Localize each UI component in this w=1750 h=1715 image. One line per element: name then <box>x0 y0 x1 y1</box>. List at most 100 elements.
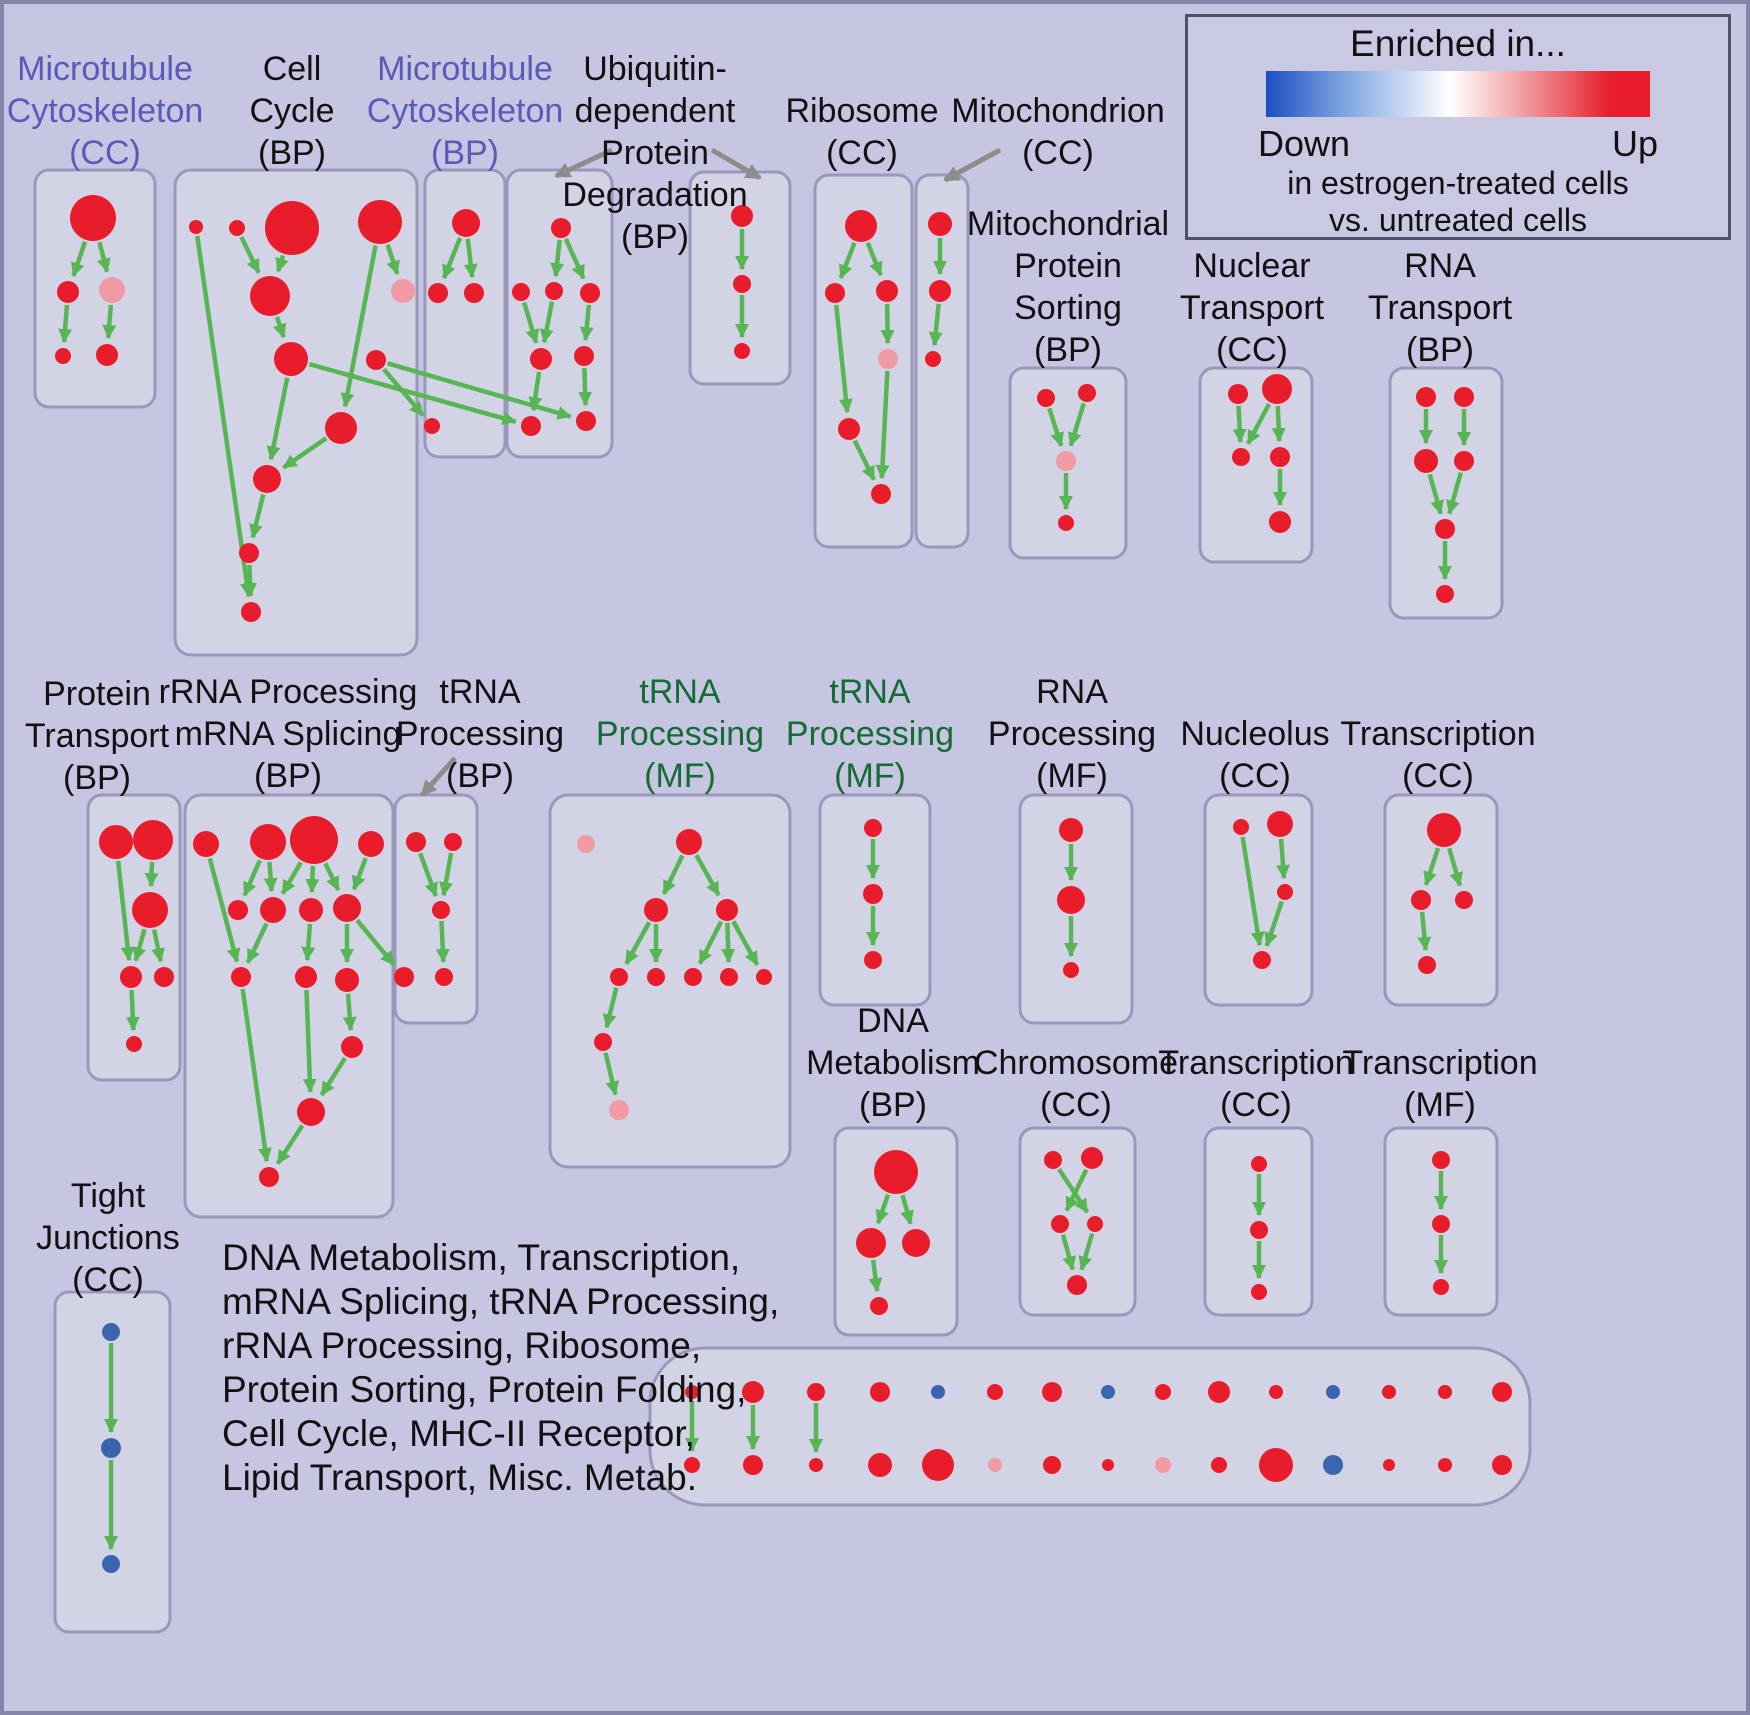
label-pointer-arrow <box>554 147 614 179</box>
network-edge <box>438 852 454 897</box>
network-edge <box>280 861 303 895</box>
node-rnatrans-rt4 <box>1454 451 1474 471</box>
node-rrna-rn <box>259 1167 279 1187</box>
node-mps-s3 <box>1056 451 1076 471</box>
network-edge <box>242 859 262 897</box>
node-nucleolus-y4 <box>1253 951 1271 969</box>
node-chromosome-ch1 <box>1044 1151 1062 1169</box>
rnaproc-label: Processing <box>988 715 1156 753</box>
prottrans-label: Transport <box>25 717 170 755</box>
node-mtbp-m2 <box>428 283 448 303</box>
network-edge <box>1246 402 1272 445</box>
node-trnamf2-w3 <box>864 951 882 969</box>
network-edge <box>272 316 287 339</box>
node-strip-g10b <box>1211 1457 1227 1473</box>
trnabp-label: Processing <box>396 715 564 753</box>
node-strip-g2t <box>742 1381 764 1403</box>
node-trnamf1-tm11 <box>609 1100 629 1120</box>
node-rrna-rk <box>335 968 359 992</box>
node-rrna-rb <box>250 824 286 860</box>
nuctrans-label: Nuclear <box>1193 247 1310 285</box>
dnametab-box <box>833 1126 959 1337</box>
node-strip-g4b <box>868 1453 892 1477</box>
network-edge <box>624 921 652 965</box>
network-edge <box>1271 405 1286 443</box>
network-edge <box>263 861 278 893</box>
network-edge <box>302 989 317 1094</box>
transcc2-label: Transcription <box>1158 1044 1353 1082</box>
node-rnatrans-rt6 <box>1436 585 1454 603</box>
node-mito-q3 <box>925 351 941 367</box>
network-edge <box>578 367 593 407</box>
rnaproc-label: RNA <box>1036 673 1108 711</box>
node-ubiq-u3 <box>545 282 563 300</box>
node-nuctrans-nt3 <box>1232 448 1250 466</box>
node-transmf-tf1 <box>1432 1151 1450 1169</box>
network-edge <box>521 301 540 344</box>
node-chromosome-ch5 <box>1067 1275 1087 1295</box>
rnatrans-label: RNA <box>1404 247 1476 285</box>
node-chromosome-ch2 <box>1081 1147 1103 1169</box>
node-rnatrans-rt2 <box>1454 387 1474 407</box>
node-cellcycle-l <box>241 602 261 622</box>
node-strip-g7t <box>1042 1382 1062 1402</box>
node-ubiq-u8 <box>576 411 596 431</box>
network-edge <box>305 865 320 894</box>
node-trnamf1-tm7 <box>684 968 702 986</box>
node-trnamf1-tm8 <box>720 968 738 986</box>
node-strip-g6b <box>988 1458 1002 1472</box>
node-mtcc-D <box>55 348 71 364</box>
rnaproc-label: (MF) <box>1036 757 1108 795</box>
node-dnametab-dm2 <box>856 1228 886 1258</box>
node-ubiq-u7 <box>521 416 541 436</box>
node-trnabp-tb4 <box>394 967 414 987</box>
legend-gradient-bar <box>1266 71 1650 117</box>
node-rrna-rg <box>299 898 323 922</box>
mps-label: Protein <box>1014 247 1122 285</box>
node-transcc2-tc2 <box>1250 1221 1268 1239</box>
network-edge <box>1240 836 1265 947</box>
node-ribosome-r6 <box>871 484 891 504</box>
node-prottrans-p2 <box>133 820 173 860</box>
node-transcc-z4 <box>1418 956 1436 974</box>
node-tightj-tj1 <box>102 1323 120 1341</box>
network-edge <box>441 237 463 280</box>
node-strip-g15t <box>1492 1382 1512 1402</box>
node-trnamf2-w1 <box>864 819 882 837</box>
node-rrna-rl <box>341 1036 363 1058</box>
rrna-label: mRNA Splicing <box>175 715 402 753</box>
network-edge <box>386 361 572 420</box>
node-nuctrans-nt4 <box>1270 447 1290 467</box>
transcc2-label: (CC) <box>1220 1086 1292 1124</box>
network-edge <box>602 987 619 1029</box>
node-strip-g7b <box>1043 1456 1061 1474</box>
node-strip-g5b <box>922 1449 954 1481</box>
network-edge <box>838 241 857 280</box>
network-edge <box>435 920 450 964</box>
network-edge <box>245 922 269 964</box>
node-mito-q1 <box>928 212 952 236</box>
cellcycle-label: Cycle <box>249 92 334 130</box>
node-rrna-rd <box>358 831 384 857</box>
transcc-box <box>1383 793 1499 1007</box>
chromosome-label: (CC) <box>1040 1086 1112 1124</box>
trnamf1-label: (MF) <box>644 757 716 795</box>
node-tightj-tj2 <box>101 1438 121 1458</box>
node-trnabp-tb5 <box>435 968 453 986</box>
ubiq-label: (BP) <box>621 218 689 256</box>
network-edge <box>301 923 316 962</box>
node-nucleolus-y1 <box>1233 819 1249 835</box>
node-trnamf1-tm1 <box>577 835 595 853</box>
trnamf2-label: tRNA <box>829 673 911 711</box>
node-ubiq2-v2 <box>733 275 751 293</box>
network-edge <box>1078 1232 1095 1271</box>
node-transmf-tf3 <box>1433 1279 1449 1295</box>
node-trnamf2-w2 <box>863 884 883 904</box>
network-edge <box>207 857 241 963</box>
mito-label: Mitochondrion <box>951 92 1165 130</box>
cellcycle-label: Cell <box>263 50 322 88</box>
node-dnametab-dm3 <box>902 1229 930 1257</box>
node-trnabp-tb3 <box>432 901 450 919</box>
